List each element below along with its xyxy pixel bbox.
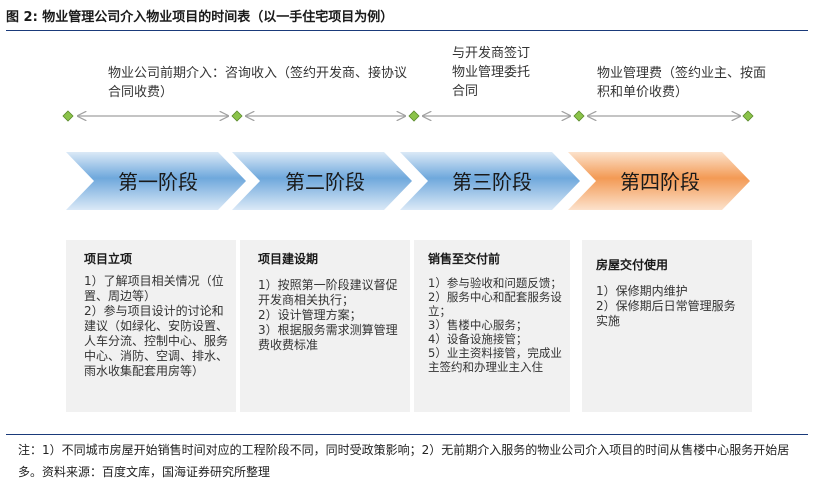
stage-3-card: 销售至交付前 1）参与验收和问题反馈； 2）服务中心和配套服务设立； 3）售楼中… xyxy=(414,240,570,412)
top-label-1: 物业公司前期介入：咨询收入（签约开发商、接协议合同收费） xyxy=(108,66,408,100)
stage-4-chevron xyxy=(568,152,750,210)
milestone-diamond-3 xyxy=(408,110,420,122)
stage-3-card-body: 1）参与验收和问题反馈； 2）服务中心和配套服务设立； 3）售楼中心服务； 4）… xyxy=(428,276,562,374)
stage-1-card-body: 1）了解项目相关情况（位置、周边等） 2）参与项目设计的讨论和建议（如绿化、安防… xyxy=(84,274,229,378)
stage-3-chevron xyxy=(400,152,580,210)
milestone-diamond-4 xyxy=(573,110,585,122)
stage-3-card-title: 销售至交付前 xyxy=(428,252,501,266)
stage-3-label: 第三阶段 xyxy=(452,170,532,194)
stage-4-card-title: 房屋交付使用 xyxy=(596,258,669,272)
top-label-3: 物业管理费（签约业主、按面积和单价收费） xyxy=(597,66,767,100)
stage-2-label: 第二阶段 xyxy=(285,170,365,194)
stage-2-card: 项目建设期 1）按照第一阶段建议督促开发商相关执行； 2）设计管理方案； 3）根… xyxy=(240,240,410,412)
stage-1-chevron xyxy=(66,152,246,210)
stage-1-label: 第一阶段 xyxy=(118,170,198,194)
footnote: 注：1）不同城市房屋开始销售时间对应的工程阶段不同，同时受政策影响；2）无前期介… xyxy=(18,443,790,479)
stage-4-label: 第四阶段 xyxy=(620,170,700,194)
stage-2-card-body: 1）按照第一阶段建议督促开发商相关执行； 2）设计管理方案； 3）根据服务需求测… xyxy=(258,278,398,352)
milestone-diamond-2 xyxy=(231,110,243,122)
milestone-diamond-1 xyxy=(62,110,74,122)
stage-4-card: 房屋交付使用 1）保修期内维护 2）保修期后日常管理服务实施 xyxy=(582,240,752,412)
stage-4-card-body: 1）保修期内维护 2）保修期后日常管理服务实施 xyxy=(596,284,736,328)
stage-1-card: 项目立项 1）了解项目相关情况（位置、周边等） 2）参与项目设计的讨论和建议（如… xyxy=(66,240,236,412)
title-divider xyxy=(6,30,808,31)
milestone-diamond-5 xyxy=(742,110,754,122)
footer-divider xyxy=(6,434,808,435)
top-label-2: 与开发商签订物业管理委托合同 xyxy=(452,46,531,99)
stage-2-chevron xyxy=(232,152,412,210)
figure-title: 图 2: 物业管理公司介入物业项目的时间表（以一手住宅项目为例） xyxy=(6,10,394,25)
stage-2-card-title: 项目建设期 xyxy=(258,252,319,266)
stage-1-card-title: 项目立项 xyxy=(84,252,133,266)
